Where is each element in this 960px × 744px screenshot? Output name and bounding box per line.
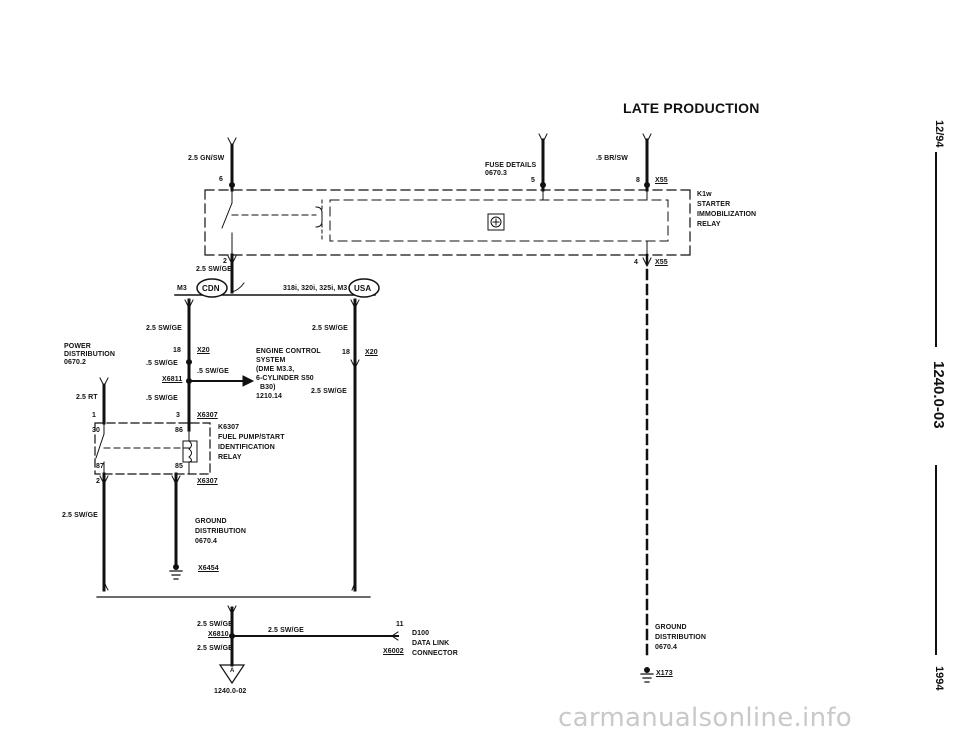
page-reference: 1240.0-02	[214, 688, 247, 695]
wire-label: .5 SW/GE	[197, 368, 229, 375]
relay-desc: RELAY	[697, 221, 721, 228]
fuel-pump-relay-outline	[94, 422, 211, 475]
watermark: carmanualsonline.info	[558, 703, 853, 733]
ground-label: GROUND	[655, 624, 687, 631]
power-dist-label: DISTRIBUTION	[64, 351, 115, 358]
power-dist-label: POWER	[64, 343, 91, 350]
ecs-label: 6-CYLINDER S50	[256, 375, 314, 382]
cdn-label: CDN	[202, 284, 220, 293]
pin-label: 6	[219, 176, 223, 183]
connector-label: X6002	[383, 648, 404, 655]
usa-oval-icon	[348, 278, 380, 298]
fuse-ref: 0670.3	[485, 170, 508, 177]
connector-label: X6307	[197, 478, 218, 485]
wire-label: 2.5 SW/GE	[196, 266, 232, 273]
pin-label: 87	[96, 463, 104, 470]
starter-relay-coil-box	[329, 199, 669, 242]
relay-name: K6307	[218, 424, 240, 431]
wire-label: 2.5 SW/GE	[197, 621, 233, 628]
variant-label: M3	[177, 285, 187, 292]
wire-label: 2.5 SW/GE	[312, 325, 348, 332]
pin-label: 3	[176, 412, 180, 419]
pin-label: 85	[175, 463, 183, 470]
arrow-letter: A	[230, 668, 235, 674]
pin-label: 11	[396, 621, 404, 628]
side-rule-bottom	[935, 465, 937, 655]
ground-label: DISTRIBUTION	[655, 634, 706, 641]
wire-label: 2.5 SW/GE	[197, 645, 233, 652]
ground-label: DISTRIBUTION	[195, 528, 246, 535]
pin-label: 2	[96, 478, 100, 485]
pin-label: 8	[636, 177, 640, 184]
data-link-desc: DATA LINK	[412, 640, 450, 647]
relay-desc: IMMOBILIZATION	[697, 211, 757, 218]
ecs-ref: 1210.14	[256, 393, 283, 400]
pin-label: 18	[342, 349, 350, 356]
wire-label: 2.5 SW/GE	[311, 388, 347, 395]
connector-label: X6811	[162, 376, 183, 383]
wire-label: 2.5 RT	[76, 394, 98, 401]
starter-relay-outline	[204, 189, 691, 256]
side-date: 12/94	[933, 120, 945, 148]
side-year: 1994	[933, 666, 945, 691]
wire-label: .5 BR/SW	[596, 155, 628, 162]
wire-label: 2.5 GN/SW	[188, 155, 225, 162]
pin-label: 1	[92, 412, 96, 419]
relay-name: K1w	[697, 191, 712, 198]
pin-label: 2	[223, 258, 227, 265]
variant-label: 318i, 320i, 325i, M3	[283, 285, 348, 292]
pin-label: 18	[173, 347, 181, 354]
ecs-label: SYSTEM	[256, 357, 286, 364]
connector-label: X55	[655, 259, 668, 266]
relay-desc: RELAY	[218, 454, 242, 461]
relay-desc: FUEL PUMP/START	[218, 434, 285, 441]
fuse-details-label: FUSE DETAILS	[485, 162, 537, 169]
ecs-label: ENGINE CONTROL	[256, 348, 321, 355]
side-rule-top	[935, 152, 937, 347]
relay-desc: STARTER	[697, 201, 731, 208]
relay-desc: IDENTIFICATION	[218, 444, 275, 451]
ecs-label: B30)	[260, 384, 276, 391]
cdn-oval-icon	[196, 278, 228, 298]
connector-label: X20	[365, 349, 378, 356]
pin-label: 4	[634, 259, 638, 266]
data-link-name: D100	[412, 630, 430, 637]
connector-label: X55	[655, 177, 668, 184]
pin-label: 5	[531, 177, 535, 184]
pin-label: 86	[175, 427, 183, 434]
power-dist-ref: 0670.2	[64, 359, 87, 366]
wire-label: 2.5 SW/GE	[268, 627, 304, 634]
wire-label: 2.5 SW/GE	[62, 512, 98, 519]
connector-label: X6810	[208, 631, 229, 638]
side-doc-number: 1240.0-03	[930, 361, 947, 429]
immobilizer-module-icon	[487, 213, 505, 231]
usa-label: USA	[354, 284, 372, 293]
connector-label: X6307	[197, 412, 218, 419]
ground-ref: 0670.4	[655, 644, 678, 651]
wire-label: 2.5 SW/GE	[146, 325, 182, 332]
connector-arrow-a	[218, 664, 246, 685]
pin-label: 30	[92, 427, 100, 434]
connector-label: X20	[197, 347, 210, 354]
page-title: LATE PRODUCTION	[623, 100, 760, 116]
ecs-label: (DME M3.3,	[256, 366, 295, 373]
wire-label: .5 SW/GE	[146, 395, 178, 402]
connector-label: X173	[656, 670, 673, 677]
ground-label: GROUND	[195, 518, 227, 525]
data-link-desc: CONNECTOR	[412, 650, 458, 657]
pin-label: 5	[174, 478, 178, 485]
wire-label: .5 SW/GE	[146, 360, 178, 367]
connector-label: X6454	[198, 565, 219, 572]
ground-ref: 0670.4	[195, 538, 218, 545]
